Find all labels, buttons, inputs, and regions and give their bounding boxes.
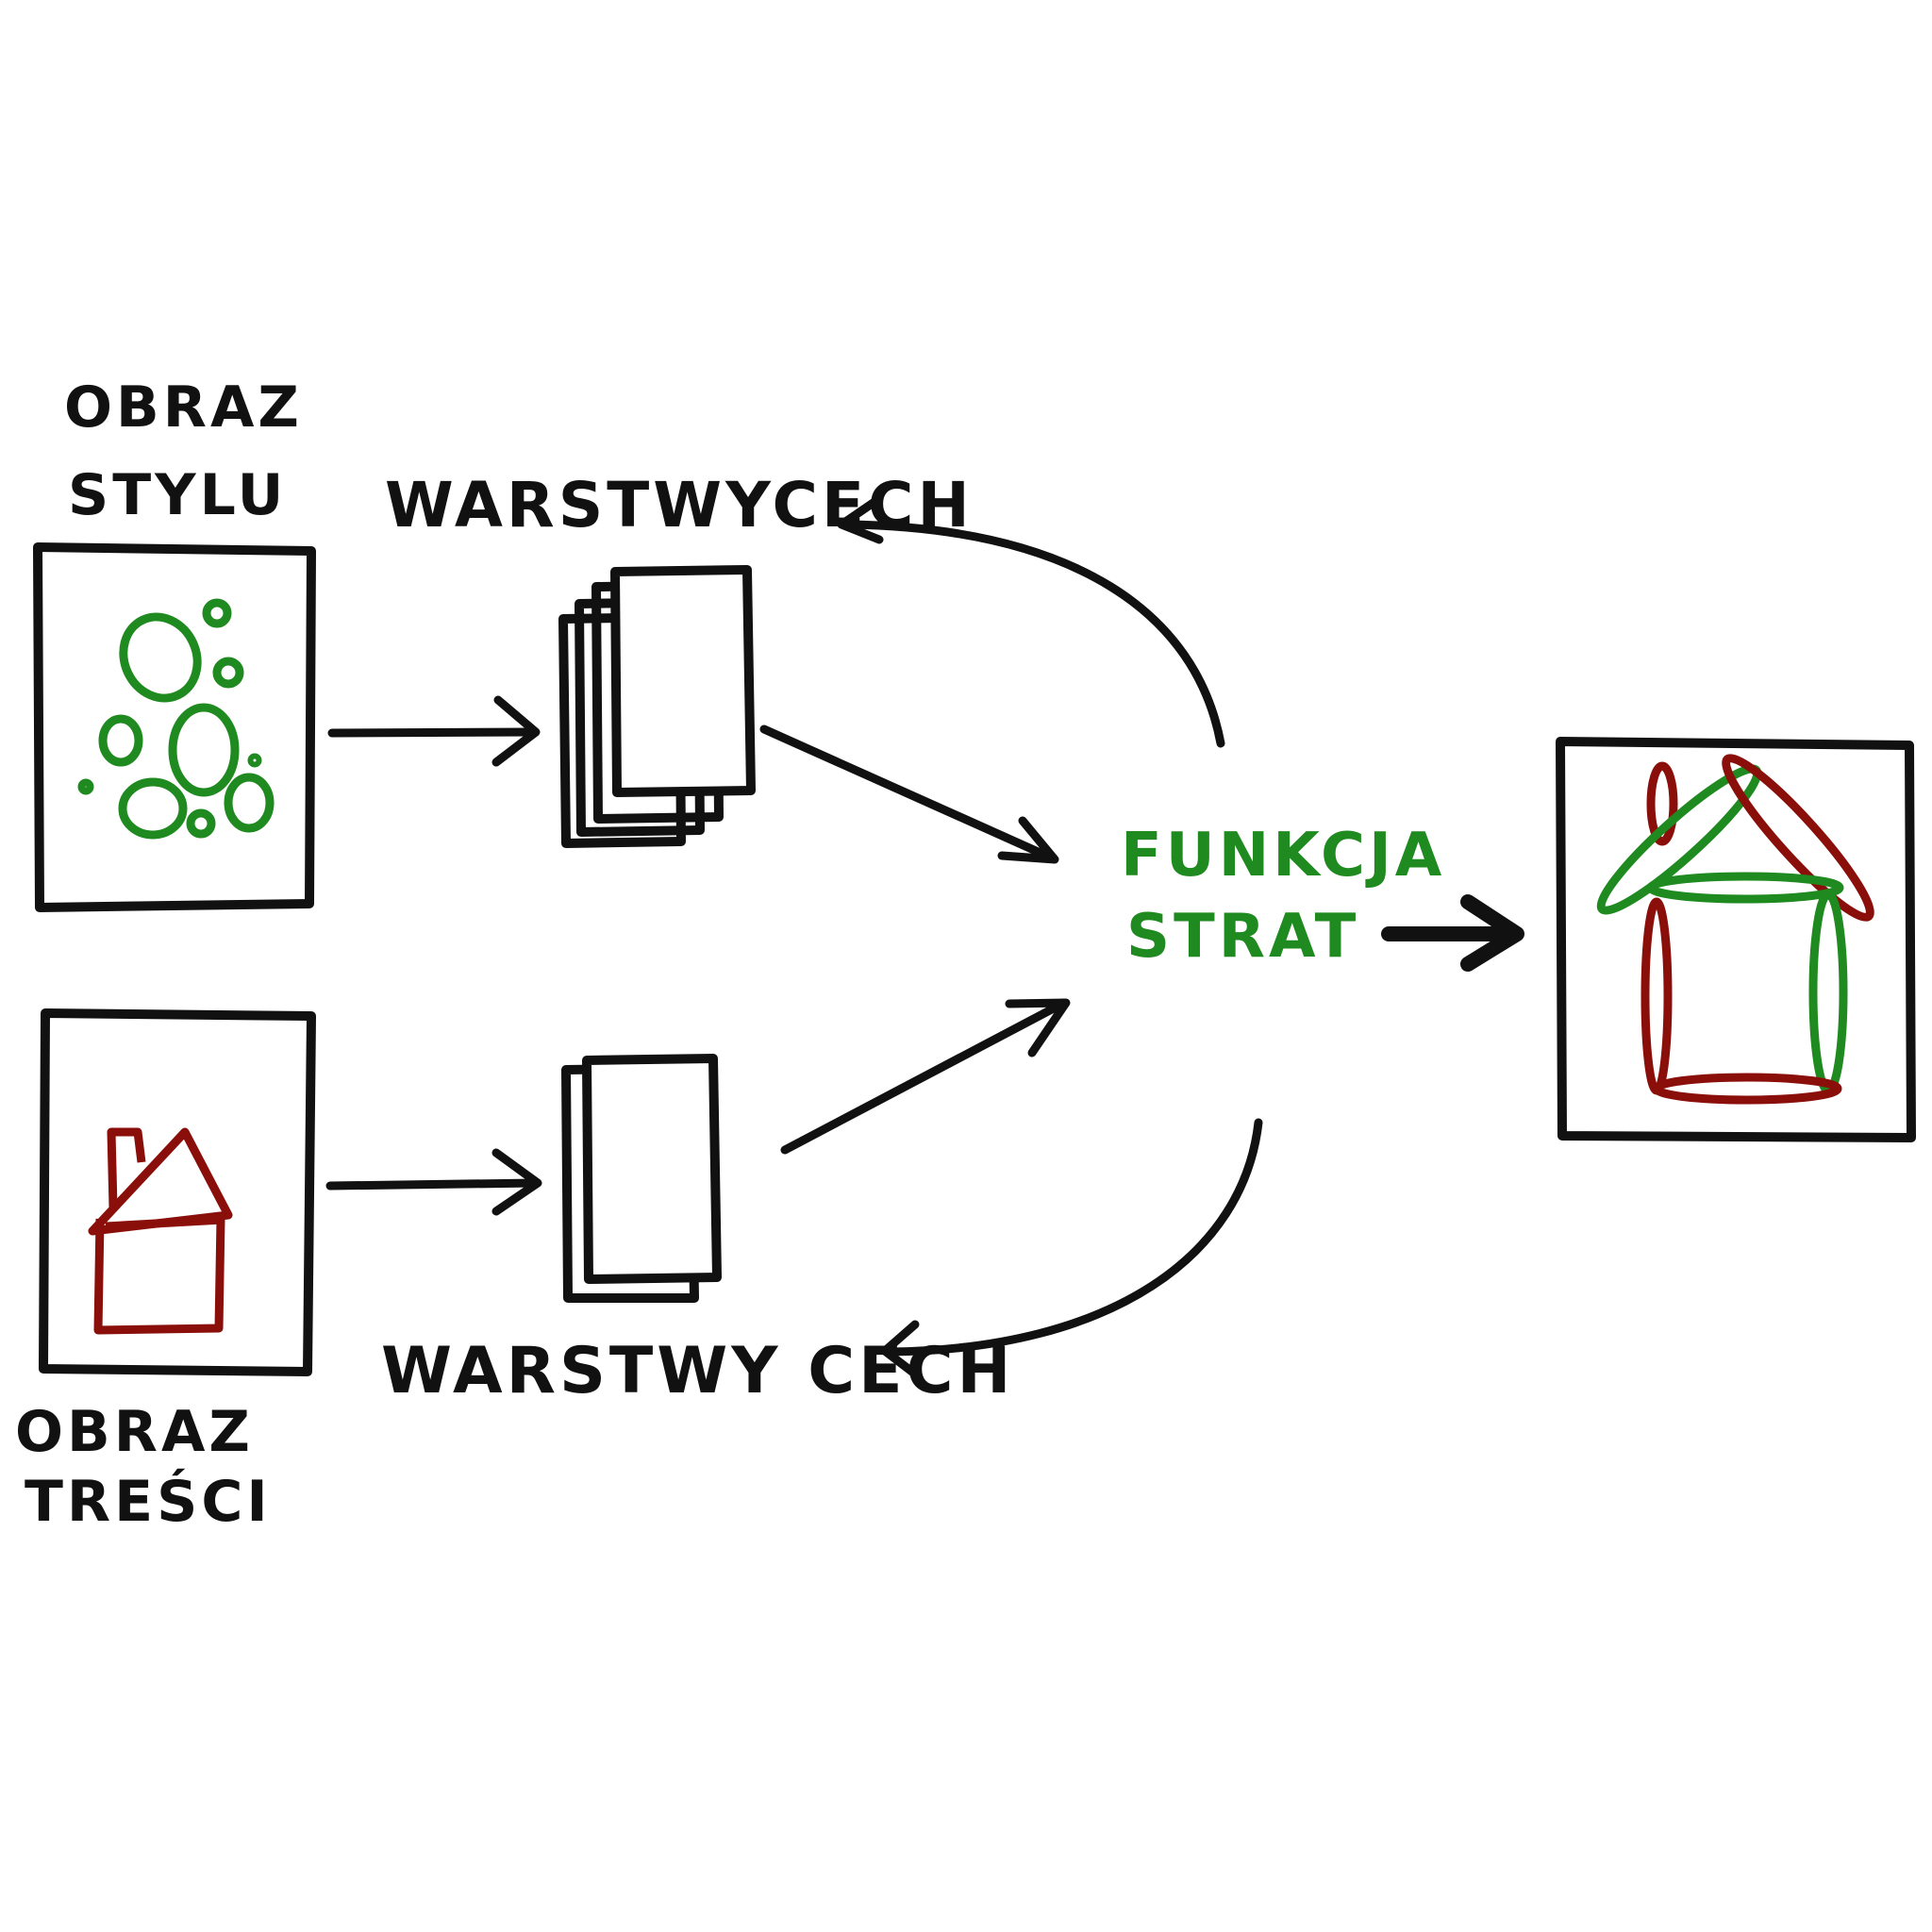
content-feature-stack — [561, 1054, 722, 1303]
loss-function-label-line1: FUNKCJA — [1121, 821, 1445, 891]
arrow-loss-to-style-features — [837, 495, 1225, 748]
style-image-label-line2: STYLU — [68, 462, 287, 528]
style-feature-stack — [558, 565, 756, 848]
style-circles — [77, 598, 275, 840]
style-image-label-line1: OBRAZ — [64, 375, 303, 441]
content-feature-layers-label: WARSTWY CECH — [381, 1334, 1014, 1408]
content-image-label-line2: TREŚCI — [25, 1468, 272, 1535]
arrow-loss-to-content-features — [880, 1118, 1263, 1380]
style-feature-layers-label: WARSTWYCECH — [385, 469, 974, 541]
content-image — [39, 1008, 316, 1376]
arrow-content-to-features — [325, 1148, 542, 1216]
arrow-content-features-to-loss — [780, 998, 1071, 1155]
arrow-loss-to-output — [1381, 894, 1524, 972]
output-image — [1556, 737, 1916, 1142]
content-house — [88, 1127, 233, 1335]
output-house — [1596, 754, 1874, 1105]
style-image — [33, 542, 316, 912]
arrow-style-features-to-loss — [759, 724, 1059, 864]
content-image-label-line1: OBRAZ — [15, 1399, 254, 1465]
arrow-style-to-features — [327, 695, 541, 767]
loss-function-label-line2: STRAT — [1126, 902, 1359, 972]
